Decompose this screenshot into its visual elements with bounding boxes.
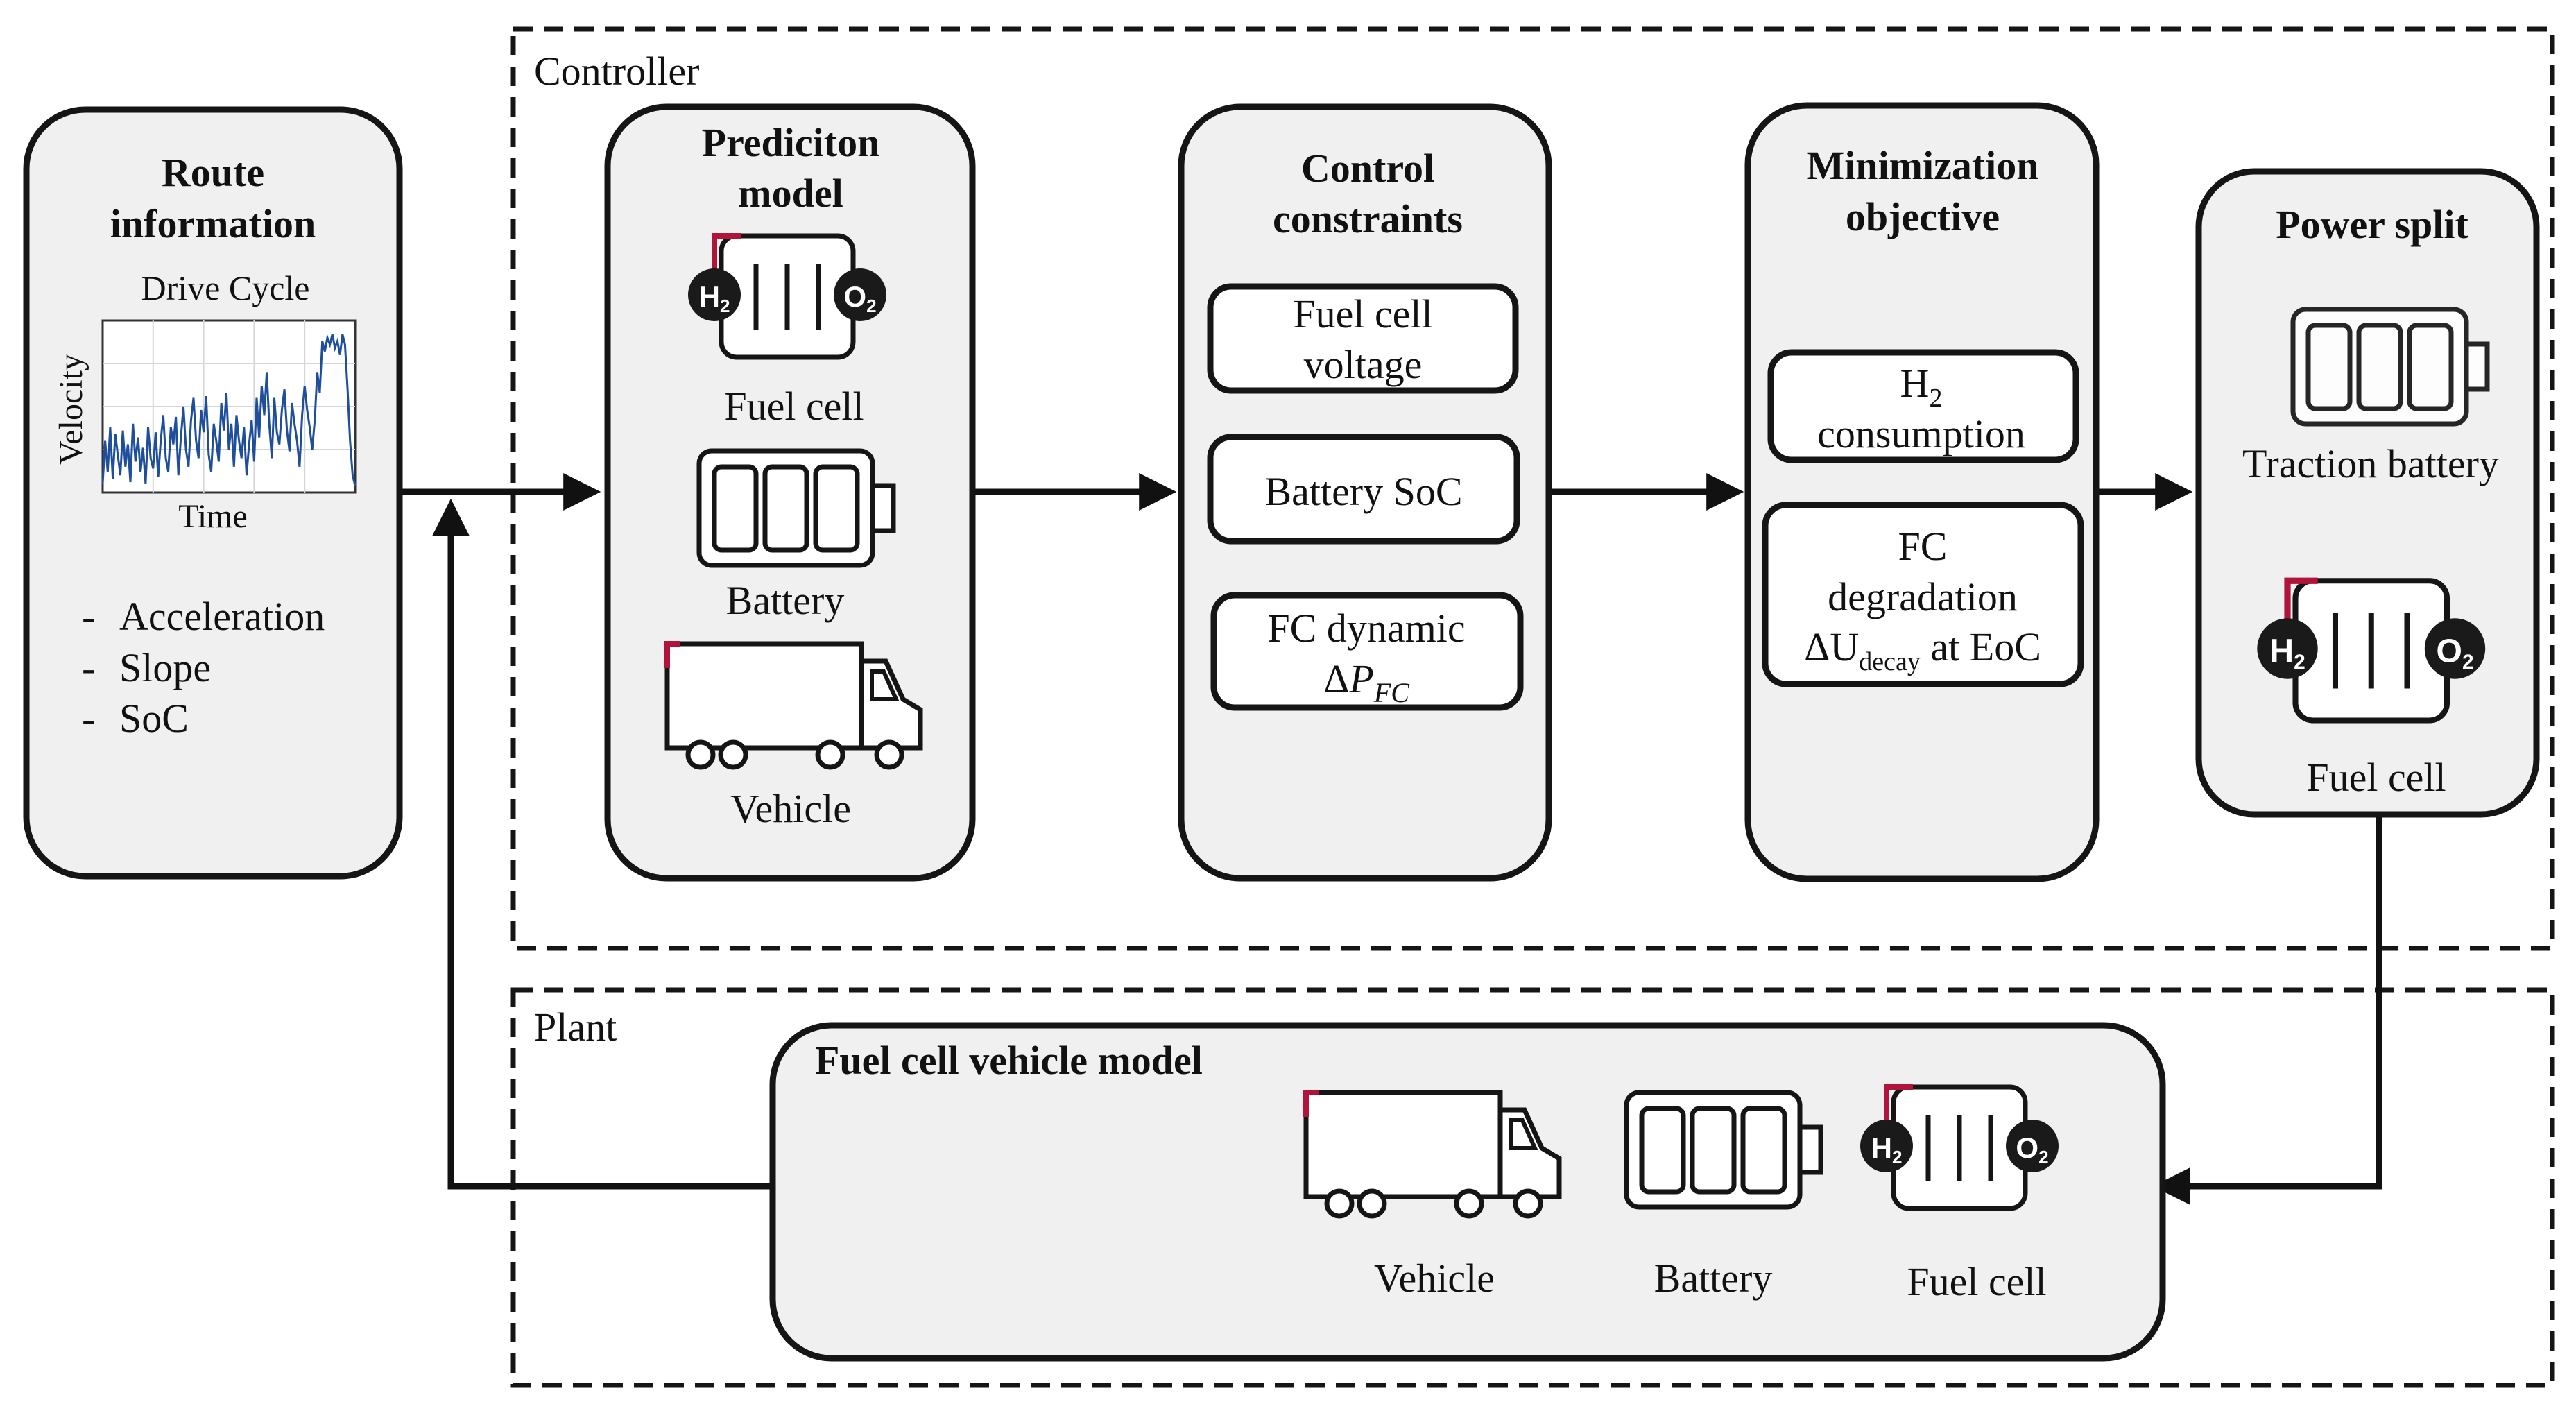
svg-text:O2: O2 (2016, 1131, 2048, 1167)
constraint-fuel-cell-voltage (1207, 283, 1519, 394)
prediction-battery-icon (699, 451, 893, 565)
power-split-fuel-cell-icon: H2 O2 (2257, 581, 2485, 720)
plant-fuel-cell-label: Fuel cell (1907, 1259, 2046, 1304)
objective-fc-line3: ΔUdecay at EoC (1804, 624, 2041, 676)
constraint-fc-dynamic-line1: FC dynamic (1267, 606, 1465, 651)
arrow-plant-feedback (432, 498, 773, 1190)
svg-text:O2: O2 (2436, 633, 2473, 674)
route-information-block: Route information Drive Cycle Velocity T… (23, 106, 403, 880)
power-split-battery-label: Traction battery (2242, 441, 2499, 486)
constraint-fuel-cell-voltage-line2: voltage (1304, 342, 1423, 387)
chart-series-velocity (101, 334, 357, 486)
constraint-fc-dynamic-line2: ΔPFC (1323, 656, 1410, 708)
constraint-battery-soc-label: Battery SoC (1264, 469, 1462, 514)
control-constraints-block: Control constraints Fuel cell voltage Ba… (1178, 103, 1552, 882)
plant-fuel-cell-icon: H2 O2 (1860, 1087, 2059, 1208)
constraints-title-line1: Control (1301, 146, 1434, 191)
bullet-acceleration: Acceleration (119, 594, 325, 639)
vehicle-model-title: Fuel cell vehicle model (815, 1038, 1203, 1083)
minimization-objective-block: Minimization objective H2 consumption FC… (1744, 102, 2100, 882)
chart-y-axis-label: Velocity (53, 354, 89, 465)
objective-fc-degradation (1762, 502, 2084, 687)
constraint-fc-dynamic (1210, 592, 1524, 711)
controller-region (510, 26, 2555, 951)
svg-text:H2: H2 (1871, 1131, 1903, 1167)
power-split-battery-icon (2293, 309, 2487, 424)
plant-battery-label: Battery (1654, 1256, 1773, 1301)
constraint-battery-soc (1207, 434, 1520, 545)
svg-text:H2: H2 (2269, 633, 2305, 674)
plant-label: Plant (534, 1004, 617, 1050)
objective-h2-line1: H2 (1900, 361, 1943, 413)
plant-battery-icon (1626, 1093, 1821, 1207)
plant-vehicle-icon (1306, 1093, 1559, 1216)
objective-h2-consumption (1767, 349, 2079, 463)
power-split-fuel-cell-label: Fuel cell (2306, 755, 2446, 800)
svg-text:O2: O2 (843, 280, 876, 316)
fuel-cell-vehicle-model-block: Fuel cell vehicle model Vehicle Battery … (769, 1022, 2166, 1362)
prediction-fuel-cell-label: Fuel cell (724, 384, 864, 429)
objective-title-line1: Minimization (1806, 143, 2038, 188)
constraints-title-line2: constraints (1273, 196, 1463, 241)
bullet-slope: Slope (119, 645, 211, 690)
power-split-block: Power split Traction battery H2 O2 Fuel … (2195, 168, 2540, 818)
prediction-model-block: Prediciton model H2 O2 Fuel cell Battery… (604, 103, 976, 882)
prediction-vehicle-label: Vehicle (730, 786, 851, 831)
chart-x-axis-label: Time (178, 498, 248, 535)
prediction-title-line2: model (738, 171, 843, 216)
prediction-fuel-cell-icon: H2 O2 (688, 236, 886, 357)
arrow-power-split-to-plant (2152, 817, 2382, 1205)
drive-cycle-chart: Velocity Time (53, 319, 357, 535)
objective-h2-line2: consumption (1817, 411, 2025, 456)
constraint-fuel-cell-voltage-line1: Fuel cell (1293, 291, 1432, 336)
bullet-dash-1: - (82, 594, 95, 639)
prediction-vehicle-icon (667, 644, 920, 767)
prediction-title-line1: Prediciton (702, 120, 880, 165)
prediction-battery-label: Battery (726, 578, 845, 623)
objective-fc-line2: degradation (1828, 574, 2018, 619)
svg-text:H2: H2 (699, 280, 730, 316)
plant-vehicle-label: Vehicle (1374, 1256, 1495, 1301)
objective-fc-line1: FC (1898, 524, 1948, 569)
controller-label: Controller (534, 49, 699, 94)
bullet-dash-2: - (82, 645, 95, 690)
route-title-line2: information (110, 201, 316, 246)
bullet-dash-3: - (82, 696, 95, 741)
power-split-title: Power split (2276, 202, 2468, 247)
bullet-soc: SoC (119, 696, 189, 741)
objective-title-line2: objective (1846, 194, 2000, 239)
route-title-line1: Route (162, 150, 264, 195)
drive-cycle-title: Drive Cycle (141, 268, 310, 307)
